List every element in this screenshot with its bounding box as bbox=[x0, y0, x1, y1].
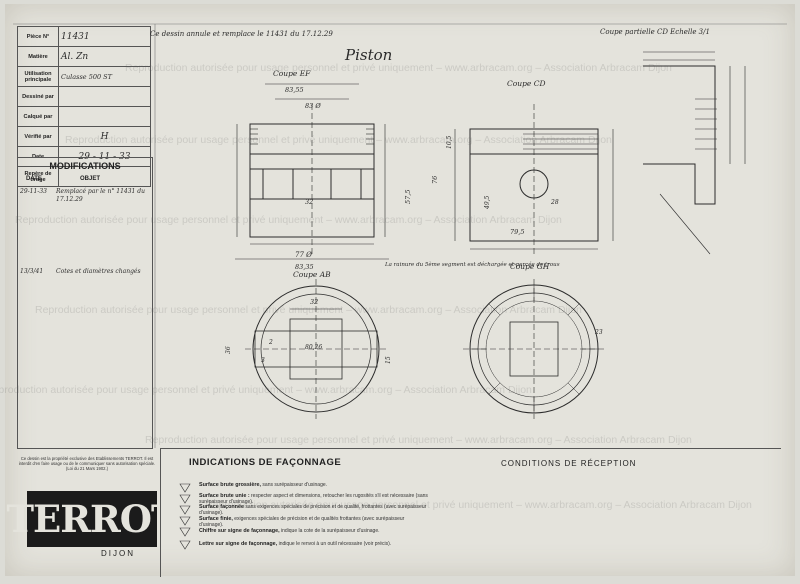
mod-objet: Cotes et diamètres changés bbox=[56, 268, 141, 275]
indication-row-title: Chiffre sur signe de façonnage, bbox=[199, 528, 280, 534]
label-coupe-cd: Coupe CD bbox=[507, 79, 545, 88]
indication-row-text: sans exigences spéciales de précision et… bbox=[199, 504, 427, 516]
indications-title: INDICATIONS DE FAÇONNAGE bbox=[189, 457, 342, 468]
dim-10-5: 10,5 bbox=[446, 135, 453, 149]
dim-83: 83 Ø bbox=[305, 102, 321, 110]
dim-36: 36 bbox=[225, 346, 232, 354]
dim-83-55: 83,55 bbox=[285, 86, 304, 94]
indication-row-title: Surface façonnée bbox=[199, 504, 244, 510]
section-ab-view bbox=[245, 279, 387, 419]
mods-objet-header: OBJET bbox=[80, 176, 101, 182]
section-gh-view bbox=[463, 279, 605, 419]
conditions-title: CONDITIONS DE RÉCEPTION bbox=[501, 459, 637, 468]
title-row: Calqué par bbox=[17, 106, 151, 127]
indication-row: Surface brute grossière, sans surépaisse… bbox=[199, 482, 429, 489]
modifications-title: MODIFICATIONS bbox=[49, 161, 121, 171]
dim-77: 77 Ø bbox=[295, 251, 312, 259]
mod-date: 13/3/41 bbox=[20, 268, 44, 275]
indication-row-title: Lettre sur signe de façonnage, bbox=[199, 541, 278, 547]
dim-23: 23 bbox=[594, 329, 603, 336]
dim-83-35: 83,35 bbox=[295, 263, 314, 271]
indication-row: Surface finie, exigences spéciales de pr… bbox=[199, 516, 429, 528]
print-ref-value bbox=[58, 166, 151, 187]
technical-drawing: Ce dessin annule et remplace le 11431 du… bbox=[13, 23, 787, 550]
dim-28: 28 bbox=[550, 199, 559, 206]
label-coupe-ab: Coupe AB bbox=[293, 270, 331, 279]
terrot-logo: TERROT bbox=[7, 491, 179, 547]
partial-section-view bbox=[643, 51, 746, 255]
dim-57-5: 57,5 bbox=[404, 190, 412, 204]
dim-15: 15 bbox=[385, 356, 392, 364]
logo-city: DIJON bbox=[101, 549, 135, 558]
indication-row: Surface brute unie : respecter aspect et… bbox=[199, 493, 429, 505]
dim-79-5: 79,5 bbox=[510, 228, 524, 236]
indications-box: INDICATIONS DE FAÇONNAGE CONDITIONS DE R… bbox=[160, 448, 781, 577]
indication-row: Lettre sur signe de façonnage, indique l… bbox=[199, 541, 429, 548]
dim-80-26: 80,26 bbox=[305, 344, 322, 351]
dim-3: 3 bbox=[261, 357, 265, 364]
label-coupe-ef: Coupe EF bbox=[273, 69, 311, 78]
dim-32: 32 bbox=[305, 198, 313, 206]
indication-row-text: exigences spéciales de précision et de q… bbox=[199, 516, 405, 528]
dim-76: 76 bbox=[431, 176, 439, 184]
header-note: Ce dessin annule et remplace le 11431 du… bbox=[150, 30, 333, 38]
copyright-note: Ce dessin est la propriété exclusive des… bbox=[18, 456, 156, 472]
indication-row-text: indique la cote de la surépaisseur d'usi… bbox=[280, 528, 380, 534]
title-row: Pièce N°11431 bbox=[17, 26, 151, 47]
drawing-title: Piston bbox=[344, 46, 392, 64]
title-row: Repère de tirage bbox=[17, 166, 151, 187]
indication-row-title: Surface brute grossière, bbox=[199, 482, 262, 488]
label-coupe-partielle: Coupe partielle CD Echelle 3/1 bbox=[600, 28, 710, 36]
section-cd-view bbox=[454, 104, 614, 254]
indication-row-title: Surface brute unie : bbox=[199, 493, 250, 499]
label-coupe-gh: Coupe GH bbox=[510, 262, 550, 271]
mods-date-header: DATE bbox=[26, 176, 42, 182]
dim-2: 2 bbox=[268, 339, 273, 346]
dim-49-5: 49,5 bbox=[484, 195, 491, 210]
note-rainure: La rainure du 5ème segment est déchargée… bbox=[384, 261, 560, 268]
mod-date: 29-11-33 bbox=[20, 188, 47, 195]
indication-row: Surface façonnée sans exigences spéciale… bbox=[199, 504, 429, 516]
mod-objet: Remplacé par le n° 11431 du 17.12.29 bbox=[56, 188, 145, 203]
indication-row-title: Surface finie, bbox=[199, 516, 233, 522]
indication-row-text: respecter aspect et dimensions, retouche… bbox=[199, 493, 428, 505]
modifications-box: MODIFICATIONS DATE OBJET 29-11-33 Rempla… bbox=[17, 157, 153, 449]
indication-row-text: indique le renvoi à un outil nécessaire … bbox=[278, 541, 392, 547]
section-ef-view bbox=[235, 83, 389, 260]
dim-32-ab: 32 bbox=[310, 298, 318, 306]
indication-row: Chiffre sur signe de façonnage, indique … bbox=[199, 528, 429, 535]
indication-row-text: sans surépaisseur d'usinage. bbox=[262, 482, 328, 488]
